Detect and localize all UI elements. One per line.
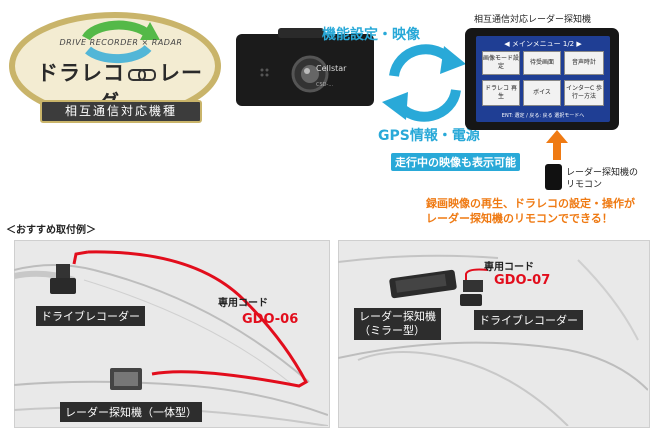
dashcam-model: CSD-... [316, 82, 334, 88]
feature-line-2: レーダー探知機のリモコンでできる！ [426, 212, 613, 225]
radar-callout-2-line-1: レーダー探知機 [359, 310, 436, 323]
function-video-label: 機能設定・映像 [322, 27, 420, 43]
cord-code-1: GDO-06 [242, 312, 299, 327]
remote-label-line-1: レーダー探知機の [566, 168, 639, 178]
radar-title: 相互通信対応レーダー探知機 [474, 15, 592, 25]
menu-button-1[interactable]: 画像モード設定 [482, 51, 520, 75]
logo-subtitle: DRIVE RECORDER × RADAR [59, 38, 183, 47]
car-interior-illustration-1 [14, 250, 328, 426]
menu-button-4[interactable]: ドラレコ 再生 [482, 80, 520, 106]
drarecko-radar-logo [9, 12, 221, 120]
menu-button-2[interactable]: 待受画面 [523, 51, 561, 75]
link-icon [128, 68, 156, 81]
feature-line-1: 録画映像の再生、ドラレコの設定・操作が [426, 197, 635, 210]
gps-power-label: GPS情報・電源 [378, 128, 480, 144]
dashcam-body-icon [260, 28, 329, 93]
section-label: ＜おすすめ取付例＞ [6, 225, 96, 236]
cord-label-1: 専用コード [218, 298, 268, 309]
remote-label-line-2: リモコン [566, 180, 603, 190]
radar-callout-2: レーダー探知機（ミラー型） [354, 308, 441, 340]
remote-label: レーダー探知機のリモコン [566, 167, 638, 191]
sync-arrows-icon [382, 44, 466, 122]
logo-left-text: ドラレコ [37, 61, 125, 85]
menu-button-3[interactable]: 音声時計 [564, 51, 604, 75]
radar-callout-1: レーダー探知機（一体型） [60, 402, 202, 422]
car-interior-illustration-2 [338, 254, 648, 426]
dashcam-brand: Cellstar [316, 64, 347, 73]
dashcam-callout-2: ドライブレコーダー [474, 310, 583, 330]
remote-control [545, 164, 562, 190]
logo-band: 相互通信対応機種 [40, 100, 202, 123]
arrow-up-icon [546, 130, 568, 160]
radar-screen [476, 36, 610, 122]
menu-button-6[interactable]: インターC 歩行ー方法 [564, 80, 604, 106]
cord-code-2: GDO-07 [494, 273, 551, 288]
menu-button-5[interactable]: ボイス [523, 80, 561, 106]
install-example-panel-1 [14, 240, 330, 428]
remote-feature-text: 録画映像の再生、ドラレコの設定・操作がレーダー探知機のリモコンでできる！ [426, 196, 635, 226]
radar-menu-footer: ENT: 選定 / 戻る: 戻る 選択モードへ [501, 113, 585, 119]
driving-video-badge: 走行中の映像も表示可能 [391, 153, 520, 171]
radar-callout-2-line-2: （ミラー型） [359, 324, 425, 337]
cord-label-2: 専用コード [484, 262, 534, 273]
dashcam-callout-1: ドライブレコーダー [36, 306, 145, 326]
radar-menu-title: ◀ メインメニュー 1/2 ▶ [504, 40, 582, 48]
